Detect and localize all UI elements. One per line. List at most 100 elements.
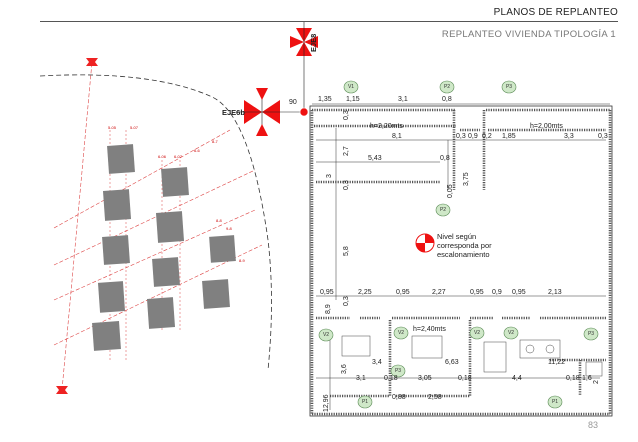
svg-text:0,9: 0,9 [468,133,478,140]
svg-text:3,3: 3,3 [564,133,574,140]
svg-text:5-07: 5-07 [130,125,139,130]
svg-text:8-7: 8-7 [212,139,219,144]
svg-text:V1: V1 [348,84,354,90]
walls [310,108,612,416]
dimension-texts: 1,35 1,15 3,1 0,8 8,1 0,3 0,9 0,2 1,85 3… [318,96,608,412]
svg-text:0,3: 0,3 [343,180,350,190]
svg-text:1,35: 1,35 [318,96,332,103]
marker-p1-right: P1 [547,395,563,409]
svg-text:0,8: 0,8 [442,96,452,103]
svg-text:P3: P3 [588,331,594,337]
svg-text:6,63: 6,63 [445,359,459,366]
svg-text:3,1: 3,1 [398,96,408,103]
svg-text:2,7: 2,7 [343,146,350,156]
site-boundary [39,74,272,371]
height-label-1: h=2,20mts [370,123,403,130]
height-label-2: h=2,00mts [530,123,563,130]
marker-v2-a: V2 [393,326,409,340]
svg-text:2,25: 2,25 [358,289,372,296]
svg-text:2,27: 2,27 [432,289,446,296]
marker-p3-right: P3 [583,327,599,341]
svg-text:3,4: 3,4 [372,359,382,366]
eje-left-label: EJE6b [222,108,245,117]
header-rule [40,21,618,22]
svg-text:8,1: 8,1 [392,133,402,140]
origin-point [299,107,309,117]
axis-markers: EJE6b EJE8 90 [222,22,318,136]
level-note-2: corresponda por [437,241,492,250]
svg-text:0,18: 0,18 [566,375,580,382]
svg-text:0,8: 0,8 [440,155,450,162]
svg-text:3,75: 3,75 [463,172,470,186]
svg-text:2: 2 [593,380,600,384]
level-note-3: escalonamiento [437,250,490,259]
svg-text:0,3: 0,3 [456,133,466,140]
level-note-1: Nivel según [437,232,476,241]
eje8-marker: EJE8 [290,22,318,110]
svg-text:0,2: 0,2 [482,133,492,140]
header-title: PLANOS DE REPLANTEO [493,7,618,18]
house-blocks [92,144,236,351]
svg-text:V2: V2 [323,332,329,338]
marker-v2-b: V2 [469,326,485,340]
svg-text:0,95: 0,95 [396,289,410,296]
svg-text:0,95: 0,95 [470,289,484,296]
svg-text:1,6: 1,6 [582,375,592,382]
svg-text:3,6: 3,6 [341,364,348,374]
dimension-lines [312,103,610,410]
svg-text:0,95: 0,95 [512,289,526,296]
svg-text:V2: V2 [398,330,404,336]
eje-top-label: EJE8 [309,34,318,52]
svg-text:V2: V2 [508,330,514,336]
svg-text:0,18: 0,18 [384,375,398,382]
svg-text:12,96: 12,96 [323,394,330,412]
svg-text:6-07: 6-07 [174,154,183,159]
marker-v1: V1 [343,80,359,94]
svg-text:8,9: 8,9 [325,304,332,314]
svg-text:9-8: 9-8 [226,226,233,231]
svg-text:V2: V2 [474,330,480,336]
svg-text:1,15: 1,15 [346,96,360,103]
svg-text:0,9: 0,9 [492,289,502,296]
floor-plan: Nivel según corresponda por escalonamien… [309,80,613,417]
svg-text:0,88: 0,88 [392,394,406,401]
svg-text:4,4: 4,4 [512,375,522,382]
axis-arrows [56,58,98,394]
svg-text:5,8: 5,8 [343,246,350,256]
svg-text:6-6: 6-6 [194,148,201,153]
block-labels: 5-05 5-07 6-06 6-07 6-6 8-7 8-8 9-8 8-9 [108,125,246,263]
svg-text:P3: P3 [395,368,401,374]
svg-text:0,18: 0,18 [458,375,472,382]
door-window-markers: V1 P2 P3 P2 V2 [318,80,599,409]
angle-label: 90 [289,99,297,106]
svg-text:0,95: 0,95 [320,289,334,296]
svg-text:1,85: 1,85 [502,133,516,140]
marker-p3-lower: P3 [390,364,406,378]
marker-p1-left: P1 [357,395,373,409]
svg-text:2,58: 2,58 [428,394,442,401]
marker-p3-top: P3 [501,80,517,94]
height-label-3: h=2,40mts [413,326,446,333]
svg-text:8-8: 8-8 [216,218,223,223]
svg-text:3: 3 [326,174,333,178]
svg-text:11,22: 11,22 [548,359,565,366]
svg-text:P2: P2 [440,207,446,213]
svg-text:0,3: 0,3 [598,133,608,140]
svg-text:P1: P1 [362,399,368,405]
svg-text:P3: P3 [506,84,512,90]
svg-text:2,13: 2,13 [548,289,562,296]
fixtures [341,335,603,377]
header-subtitle: REPLANTEO VIVIENDA TIPOLOGÍA 1 [441,29,616,40]
svg-text:3,1: 3,1 [356,375,366,382]
marker-p2-top: P2 [439,80,455,94]
marker-p2-mid: P2 [435,203,451,217]
svg-text:5-05: 5-05 [108,125,117,130]
svg-text:0,3: 0,3 [343,110,350,120]
axis-lines [53,61,263,391]
site-plan: 5-05 5-07 6-06 6-07 6-6 8-7 8-8 9-8 8-9 [39,58,272,394]
level-marker: Nivel según corresponda por escalonamien… [415,232,492,259]
marker-v2-c: V2 [503,326,519,340]
page-number: 83 [587,420,598,430]
